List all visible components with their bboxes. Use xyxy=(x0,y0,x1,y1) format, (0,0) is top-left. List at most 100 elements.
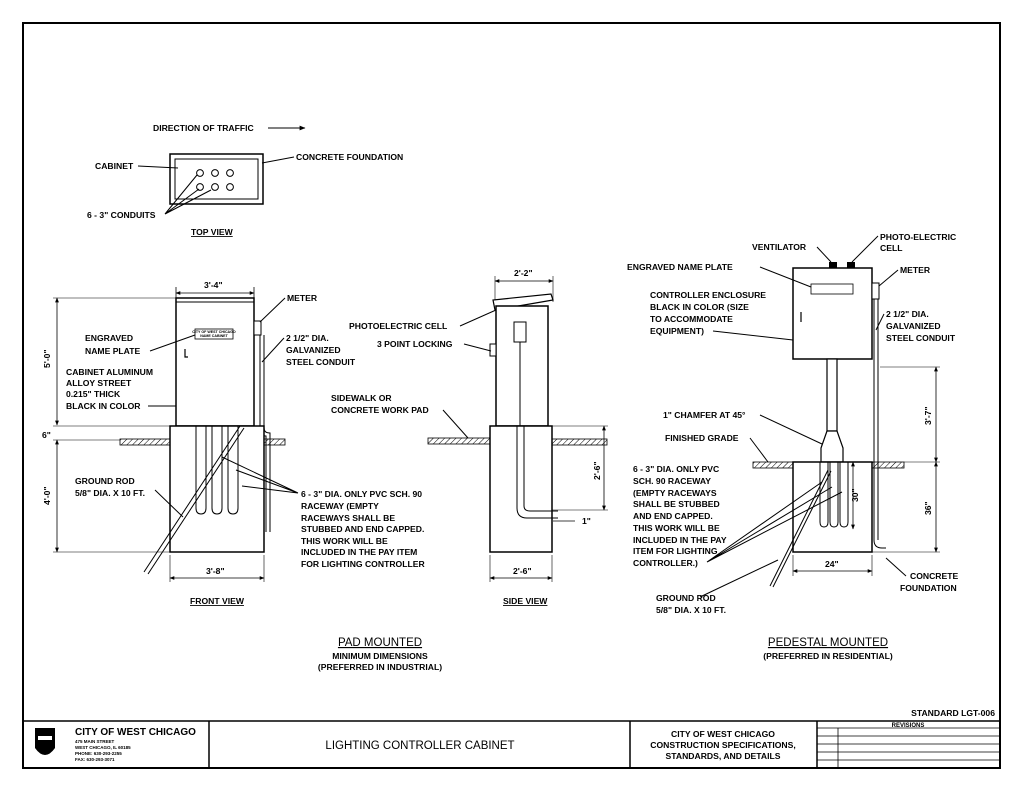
pad-mounted-sub1: MINIMUM DIMENSIONS xyxy=(332,651,428,661)
front-view: 3'-4" CITY OF WEST CHICAGO NAME CABINET … xyxy=(42,280,425,606)
concrete-foundation-label: CONCRETE FOUNDATION xyxy=(296,152,403,162)
pedestal-pvc-1: 6 - 3" DIA. ONLY PVC xyxy=(633,464,719,474)
cabinet-desc-3: 0.215" THICK xyxy=(66,389,121,399)
ventilator-label: VENTILATOR xyxy=(752,242,807,252)
front-width-bottom: 3'-8" xyxy=(206,566,225,576)
cabinet-desc-4: BLACK IN COLOR xyxy=(66,401,141,411)
front-pvc-4: STUBBED AND END CAPPED. xyxy=(301,524,424,534)
photocell-label-2: CELL xyxy=(880,243,902,253)
front-meter-leader xyxy=(259,297,286,323)
front-pvc-2: RACEWAY (EMPTY xyxy=(301,501,379,511)
pedestal-galv-1: 2 1/2" DIA. xyxy=(886,309,929,319)
pedestal-name-plate xyxy=(810,283,854,295)
pad-mounted-sub2: (PREFERRED IN INDUSTRIAL) xyxy=(318,662,442,672)
side-view: 2'-2" PHOTOELECTRIC CELL 3 POINT LOCKING… xyxy=(331,268,608,606)
pedestal-dim-37: 3'-7" xyxy=(923,406,933,425)
pedestal-pvc-8: ITEM FOR LIGHTING xyxy=(633,546,718,556)
pedestal-galv-2: GALVANIZED xyxy=(886,321,941,331)
side-lock xyxy=(489,343,497,357)
front-width-top: 3'-4" xyxy=(204,280,223,290)
side-meter-box xyxy=(513,321,527,343)
front-view-title: FRONT VIEW xyxy=(190,596,245,606)
pedestal-view: VENTILATOR PHOTO-ELECTRIC CELL ENGRAVED … xyxy=(627,232,958,661)
side-photocell-label: PHOTOELECTRIC CELL xyxy=(349,321,447,331)
finished-grade-label: FINISHED GRADE xyxy=(665,433,739,443)
side-width-top: 2'-2" xyxy=(514,268,533,278)
top-foundation-outline xyxy=(169,153,264,205)
sheet-border xyxy=(22,22,1001,769)
direction-of-traffic-label: DIRECTION OF TRAFFIC xyxy=(153,123,254,133)
pedestal-pvc-7: INCLUDED IN THE PAY xyxy=(633,535,727,545)
front-pvc-1: 6 - 3" DIA. ONLY PVC SCH. 90 xyxy=(301,489,422,499)
pedestal-foundation-2: FOUNDATION xyxy=(900,583,957,593)
top-view: DIRECTION OF TRAFFIC CABINET CONCRETE FO… xyxy=(87,123,403,237)
pedestal-photocell xyxy=(847,262,855,268)
pedestal-rod-2: 5/8" DIA. X 10 FT. xyxy=(656,605,726,615)
revisions-header: REVISIONS xyxy=(892,723,925,729)
pedestal-sub: (PREFERRED IN RESIDENTIAL) xyxy=(763,651,893,661)
front-handle xyxy=(184,349,188,358)
conduits-leaders xyxy=(164,174,212,215)
foundation-leader xyxy=(261,156,295,164)
side-dim-26: 2'-6" xyxy=(592,461,602,480)
pedestal-nameplate-label: ENGRAVED NAME PLATE xyxy=(627,262,733,272)
chamfer-label: 1" CHAMFER AT 45° xyxy=(663,410,746,420)
front-nameplate-1: ENGRAVED xyxy=(85,333,133,343)
pad-mounted-caption: PAD MOUNTED MINIMUM DIMENSIONS (PREFERRE… xyxy=(318,637,442,672)
pedestal-pvc-6: THIS WORK WILL BE xyxy=(633,523,720,533)
title-block: STANDARD LGT-006 REVISIONS CITY OF WEST … xyxy=(23,708,1000,768)
side-dim-1: 1" xyxy=(582,516,591,526)
front-meter-label: METER xyxy=(287,293,318,303)
side-locking-label: 3 POINT LOCKING xyxy=(377,339,453,349)
enclosure-4: EQUIPMENT) xyxy=(650,326,704,336)
pedestal-pvc-9: CONTROLLER.) xyxy=(633,558,698,568)
front-height-cab: 5'-0" xyxy=(42,349,52,368)
side-cabinet xyxy=(495,305,549,427)
front-galv-3: STEEL CONDUIT xyxy=(286,357,356,367)
pedestal-post xyxy=(826,358,838,432)
pedestal-rod-1: GROUND ROD xyxy=(656,593,716,603)
photocell-label-1: PHOTO-ELECTRIC xyxy=(880,232,956,242)
spec-1: CITY OF WEST CHICAGO xyxy=(671,729,775,739)
address-4: FAX: 630-293-3071 xyxy=(75,757,115,762)
pedestal-dim-24: 24" xyxy=(825,559,839,569)
standard-number: STANDARD LGT-006 xyxy=(911,708,995,718)
front-pvc-6: INCLUDED IN THE PAY ITEM xyxy=(301,547,417,557)
front-height-found: 4'-0" xyxy=(42,486,52,505)
front-name-plate xyxy=(194,328,234,340)
front-galv-1: 2 1/2" DIA. xyxy=(286,333,329,343)
conduits-label: 6 - 3" CONDUITS xyxy=(87,210,156,220)
front-dim-6: 6" xyxy=(42,430,51,440)
front-cabinet xyxy=(175,297,255,427)
cabinet-label: CABINET xyxy=(95,161,134,171)
pedestal-pvc-3: (EMPTY RACEWAYS xyxy=(633,488,717,498)
enclosure-2: BLACK IN COLOR (SIZE xyxy=(650,302,749,312)
address-2: WEST CHICAGO, IL 60185 xyxy=(75,745,131,750)
pedestal-base xyxy=(820,430,844,463)
pedestal-dim-30: 30" xyxy=(850,488,860,502)
pedestal-dim-36: 36" xyxy=(923,501,933,515)
pad-mounted-title: PAD MOUNTED xyxy=(338,637,422,649)
sidewalk-1: SIDEWALK OR xyxy=(331,393,392,403)
top-cabinet-outline xyxy=(174,158,259,200)
front-pvc-3: RACEWAYS SHALL BE xyxy=(301,513,395,523)
pedestal-meter xyxy=(871,282,880,300)
front-pvc-5: THIS WORK WILL BE xyxy=(301,536,388,546)
pedestal-foundation-1: CONCRETE xyxy=(910,571,958,581)
pedestal-pvc-4: SHALL BE STUBBED xyxy=(633,499,720,509)
pedestal-meter-label: METER xyxy=(900,265,931,275)
name-plate-line-2: NAME CABINET xyxy=(200,334,228,338)
front-nameplate-2: NAME PLATE xyxy=(85,346,140,356)
front-meter xyxy=(253,320,262,336)
city-seal-icon xyxy=(35,728,55,755)
pedestal-pvc-2: SCH. 90 RACEWAY xyxy=(633,476,711,486)
front-foundation xyxy=(169,425,265,553)
revisions-grid xyxy=(817,727,1000,768)
spec-3: STANDARDS, AND DETAILS xyxy=(666,751,781,761)
address-3: PHONE: 630-293-2255 xyxy=(75,751,122,756)
side-foundation xyxy=(489,425,553,553)
pedestal-pvc-5: AND END CAPPED. xyxy=(633,511,713,521)
name-plate-line-1: CITY OF WEST CHICAGO xyxy=(192,330,236,334)
front-ground-rod-2: 5/8" DIA. X 10 FT. xyxy=(75,488,145,498)
